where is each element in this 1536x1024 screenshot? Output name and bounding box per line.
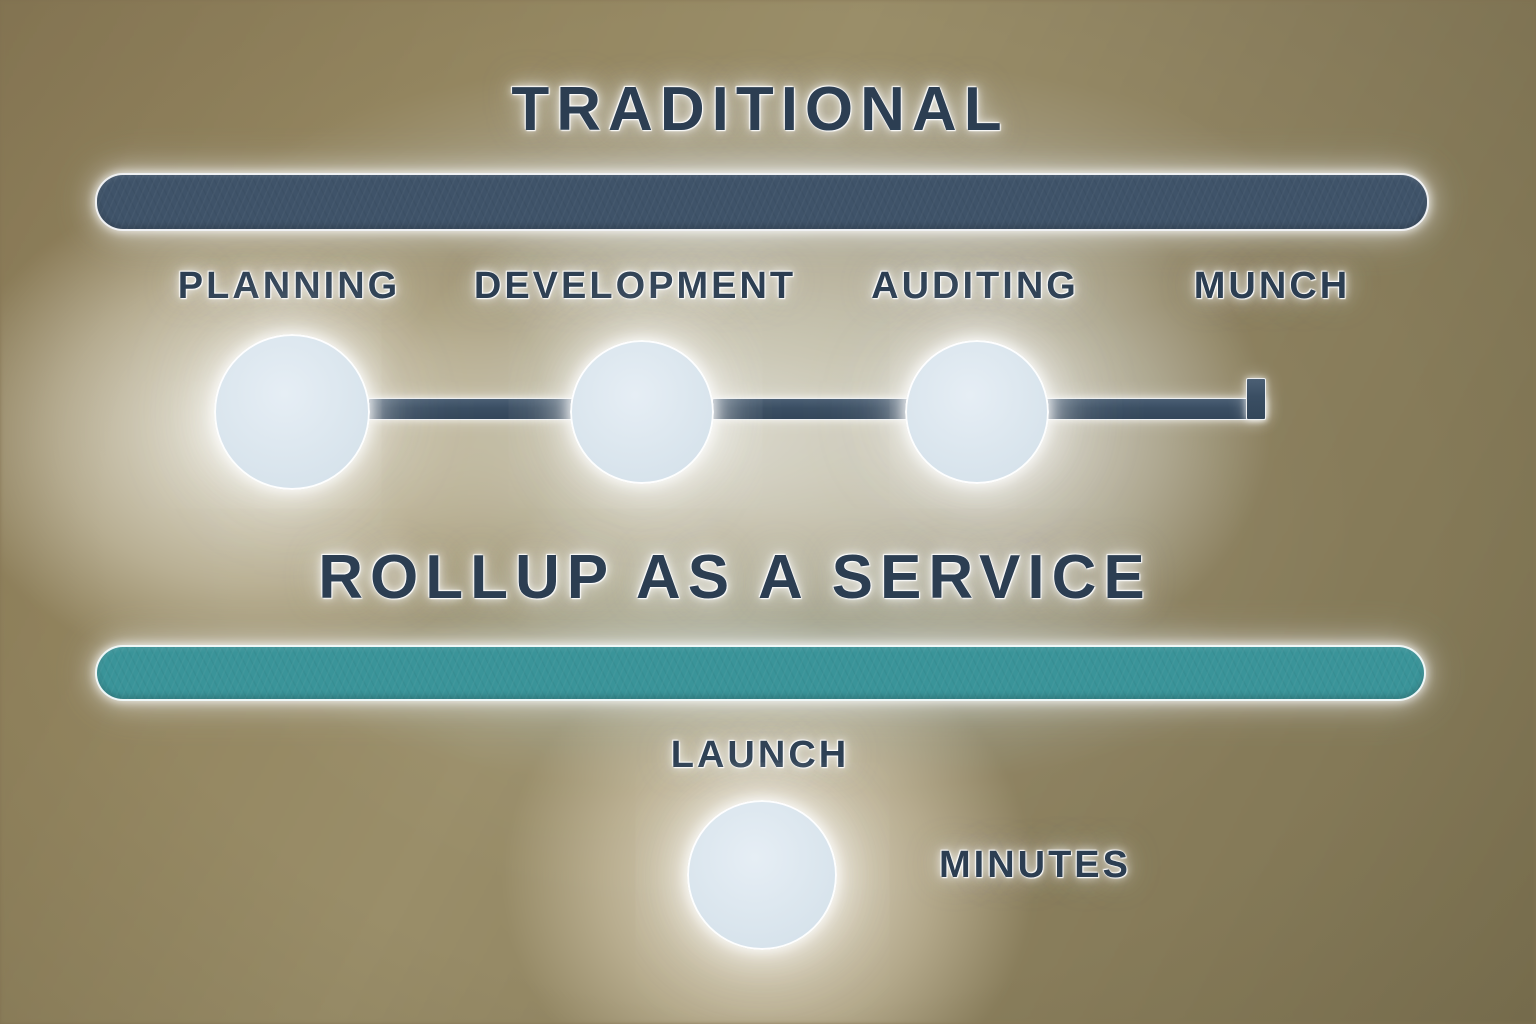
connector-munch-end-tick bbox=[1246, 378, 1266, 420]
traditional-bar-texture bbox=[97, 175, 1427, 229]
stage-label-development: DEVELOPMENT bbox=[473, 265, 797, 307]
section-title-traditional: TRADITIONAL bbox=[511, 75, 1009, 144]
stage-label-munch: MUNCH bbox=[1193, 265, 1351, 307]
stage-label-auditing: AUDITING bbox=[871, 265, 1079, 307]
service-bar-texture bbox=[97, 647, 1424, 699]
node-development bbox=[570, 340, 714, 484]
section-title-rollup-as-a-service: ROLLUP AS A SERVICE bbox=[318, 543, 1152, 612]
connector-planning-to-development bbox=[368, 398, 573, 420]
traditional-progress-bar bbox=[95, 173, 1429, 231]
stage-label-planning: PLANNING bbox=[177, 265, 401, 307]
node-launch bbox=[687, 800, 837, 950]
connector-auditing-to-munch bbox=[1046, 398, 1266, 420]
service-progress-bar bbox=[95, 645, 1426, 701]
node-planning bbox=[214, 334, 370, 490]
node-auditing bbox=[905, 340, 1049, 484]
stage-label-launch: LAUNCH bbox=[670, 734, 850, 776]
stage-label-minutes: MINUTES bbox=[939, 844, 1131, 886]
connector-development-to-auditing bbox=[712, 398, 909, 420]
